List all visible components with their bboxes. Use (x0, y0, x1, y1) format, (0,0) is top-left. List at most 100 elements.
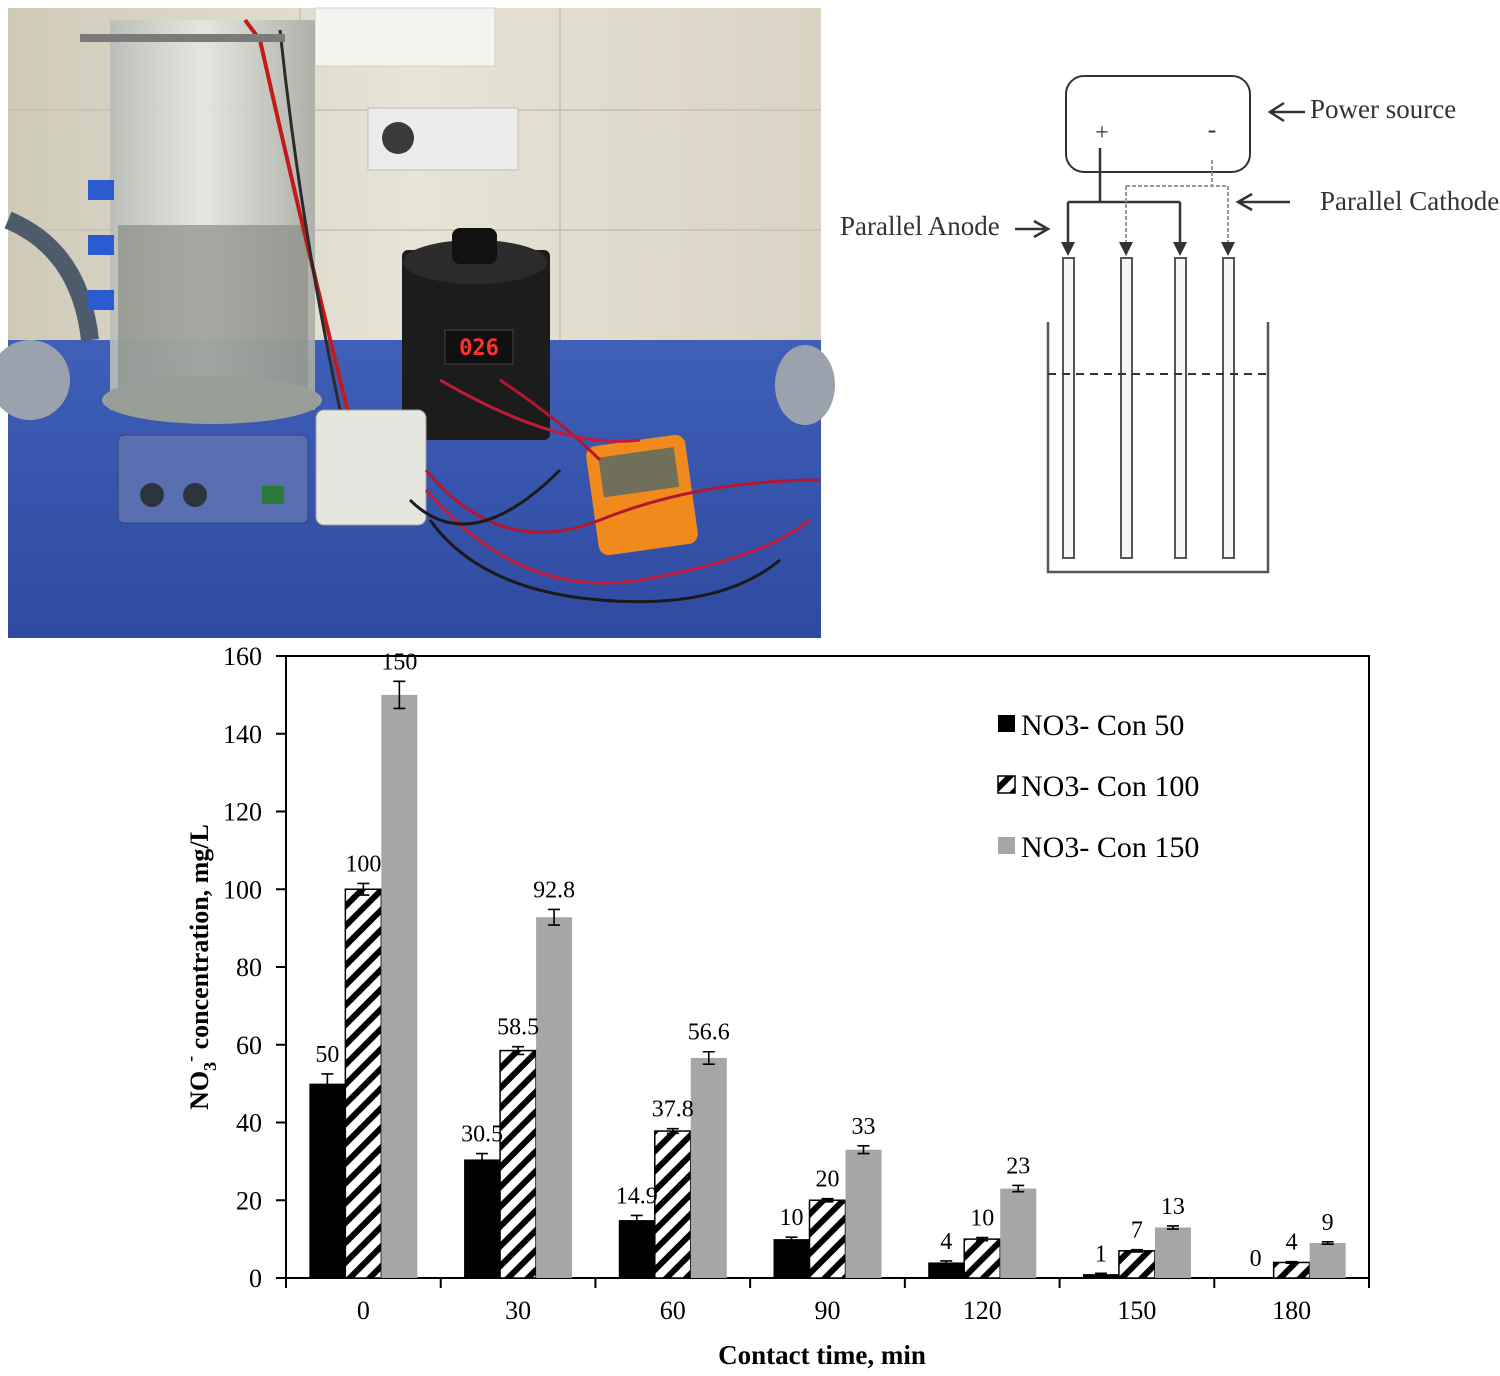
error-bar (976, 1236, 989, 1242)
bar (344, 888, 383, 1279)
data-label: 14.9 (616, 1183, 658, 1209)
bar (773, 1239, 810, 1278)
data-label: 7 (1131, 1218, 1143, 1244)
error-bar (821, 1197, 834, 1203)
data-label: 13 (1161, 1194, 1185, 1220)
data-label: 4 (940, 1229, 952, 1255)
error-bar (1012, 1184, 1025, 1193)
data-label: 10 (780, 1205, 804, 1231)
x-tick-label: 150 (1117, 1296, 1156, 1325)
data-label: 37.8 (652, 1097, 694, 1123)
data-label: 100 (345, 851, 381, 877)
data-label: 1 (1095, 1241, 1107, 1267)
legend-item: NO3- Con 150 (998, 831, 1199, 864)
error-bar (1130, 1248, 1143, 1253)
legend-swatch-con-50 (998, 715, 1015, 732)
legend-label-con-50: NO3- Con 50 (1021, 709, 1184, 742)
electrodes (1062, 257, 1235, 559)
bar (654, 1130, 692, 1279)
error-bar (940, 1260, 953, 1265)
bar (845, 1149, 882, 1278)
x-tick-label: 90 (815, 1296, 841, 1325)
y-tick-label: 40 (236, 1109, 262, 1138)
data-label: 92.8 (533, 877, 575, 903)
data-label: 50 (315, 1042, 339, 1068)
bar (928, 1262, 965, 1278)
data-label: 0 (1250, 1246, 1262, 1272)
anode-label: Parallel Anode (840, 211, 1000, 241)
error-bar (548, 908, 561, 926)
data-label: 58.5 (497, 1015, 539, 1041)
error-bar (512, 1045, 525, 1056)
data-label: 56.6 (688, 1020, 730, 1046)
bar (499, 1049, 537, 1279)
error-bar (321, 1073, 334, 1095)
x-tick-label: 120 (963, 1296, 1002, 1325)
error-bar (1321, 1241, 1334, 1245)
legend-swatch-con-100 (997, 775, 1016, 794)
error-bar (1094, 1272, 1107, 1276)
data-label: 9 (1322, 1210, 1334, 1236)
data-label: 20 (816, 1167, 840, 1193)
electrode-arrowheads (1061, 242, 1235, 256)
data-label: 30.5 (461, 1122, 503, 1148)
bar (1082, 1274, 1119, 1278)
bar (309, 1083, 346, 1278)
x-tick-label: 180 (1272, 1296, 1311, 1325)
x-tick-label: 0 (357, 1296, 370, 1325)
error-bar (702, 1050, 715, 1065)
bar (1000, 1188, 1037, 1278)
data-label: 4 (1286, 1230, 1298, 1256)
legend-item: NO3- Con 100 (997, 770, 1199, 803)
data-label: 23 (1006, 1153, 1030, 1179)
legend: NO3- Con 50 NO3- Con 100 NO3- Con 150 (997, 709, 1199, 864)
bar (963, 1238, 1001, 1279)
power-source-arrow (1267, 101, 1305, 123)
minus-terminal-label: - (1208, 115, 1217, 144)
error-bar (1285, 1260, 1298, 1265)
data-label: 10 (970, 1206, 994, 1232)
y-tick-label: 120 (223, 798, 262, 827)
legend-item: NO3- Con 50 (998, 709, 1184, 742)
bar (690, 1057, 727, 1278)
power-source-label: Power source (1310, 94, 1456, 124)
y-tick-label: 100 (223, 875, 262, 904)
y-tick-label: 80 (236, 953, 262, 982)
cathode-arrow (1235, 192, 1290, 212)
display-reading: 026 (459, 336, 499, 361)
bar (808, 1199, 847, 1279)
error-bar (666, 1127, 679, 1135)
beaker (1046, 322, 1270, 574)
y-tick-label: 0 (249, 1264, 262, 1293)
bar (1118, 1250, 1156, 1279)
legend-label-con-150: NO3- Con 150 (1021, 831, 1199, 864)
data-label: 150 (381, 649, 417, 675)
power-source-box (1065, 75, 1251, 173)
bar (1154, 1227, 1191, 1278)
y-axis-title: NO3- concentration, mg/L (180, 824, 220, 1110)
bar-series (309, 680, 1346, 1279)
anode-arrow (1015, 219, 1051, 239)
y-tick-label: 60 (236, 1031, 262, 1060)
bar (618, 1220, 655, 1278)
y-tick-label: 20 (236, 1186, 262, 1215)
error-bar (785, 1236, 798, 1242)
experimental-setup-photo: 026 (0, 7, 835, 638)
bar (1309, 1243, 1346, 1278)
error-bar (357, 882, 370, 896)
bar (464, 1159, 501, 1278)
legend-label-con-100: NO3- Con 100 (1021, 770, 1199, 803)
bar (1272, 1261, 1311, 1279)
cathode-label: Parallel Cathode (1320, 186, 1499, 216)
bar (381, 694, 418, 1278)
error-bar (476, 1152, 489, 1167)
data-label: 33 (852, 1114, 876, 1140)
plus-terminal-label: + (1095, 120, 1109, 146)
y-tick-label: 160 (223, 642, 262, 671)
electrode-schematic: Power source + - (840, 75, 1499, 574)
error-bar (630, 1214, 643, 1226)
bar (536, 917, 573, 1278)
x-axis-title: Contact time, min (718, 1340, 926, 1370)
